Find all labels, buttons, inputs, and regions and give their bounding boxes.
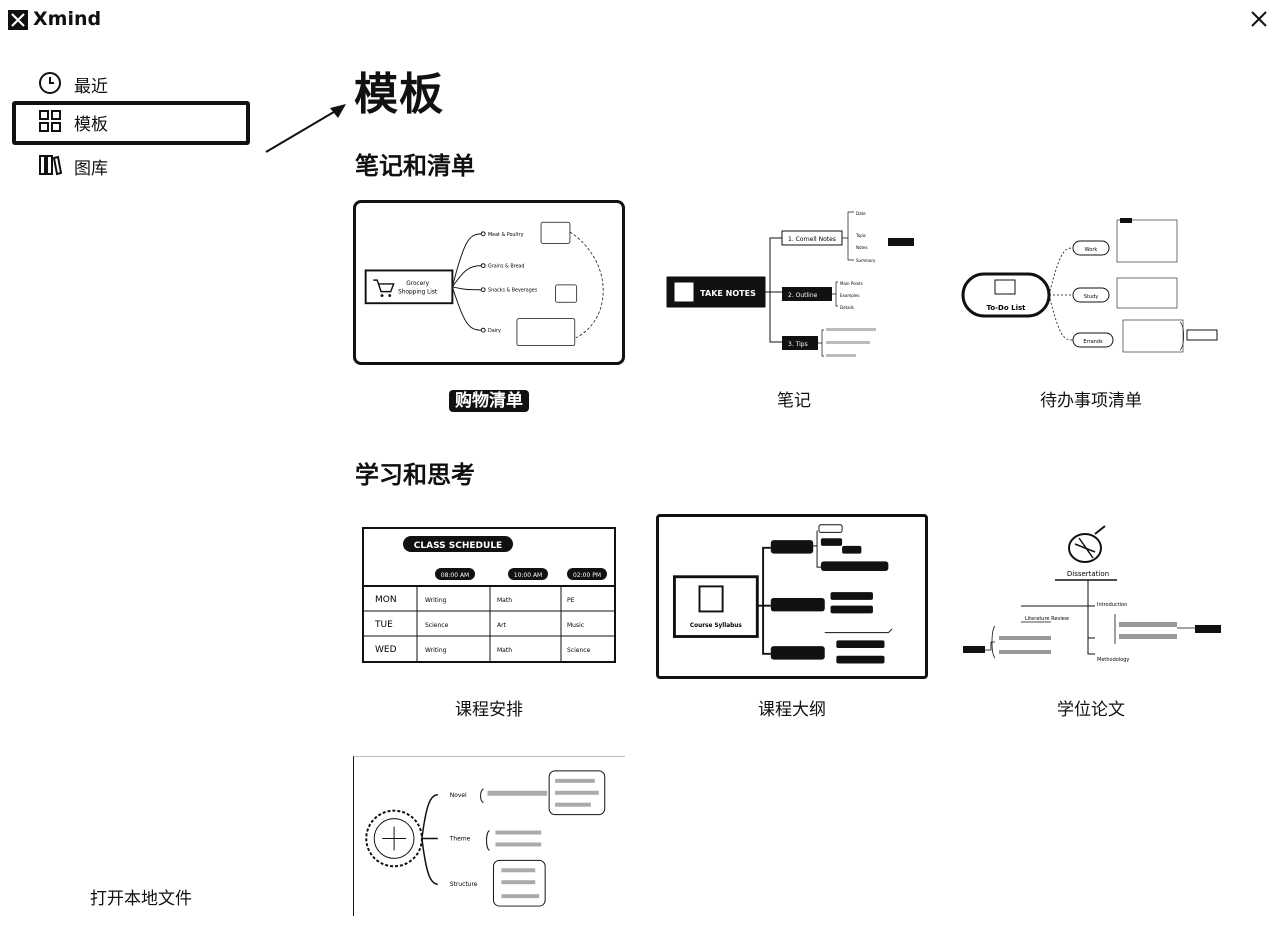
sidebar-item-library[interactable]: 图库 xyxy=(12,145,250,185)
thumb-text: TUE xyxy=(374,620,393,630)
template-card-dissertation[interactable]: Dissertation Literature Review Introduct… xyxy=(955,514,1227,679)
thumb-text: Details xyxy=(840,305,854,310)
template-label-notes: 笔记 xyxy=(777,391,811,411)
thumb-text: Literature Review xyxy=(1025,616,1069,622)
thumb-text: Date xyxy=(856,211,866,216)
sidebar-item-templates[interactable]: 模板 xyxy=(12,101,250,145)
thumb-text: Dairy xyxy=(488,328,501,334)
thumb-text: 2. Outline xyxy=(788,292,818,299)
thumb-text: Structure xyxy=(450,881,478,888)
open-local-file-link[interactable]: 打开本地文件 xyxy=(90,889,192,909)
notes-thumbnail: TAKE NOTES 1. Cornell Notes 2. Outline 3… xyxy=(666,211,914,357)
thumb-text: Theme xyxy=(449,835,471,842)
thumb-text: Shopping List xyxy=(398,290,438,296)
xmind-logo-icon xyxy=(8,10,28,30)
class-schedule-thumbnail: CLASS SCHEDULE 08:00 AM 10:00 AM 02:00 P… xyxy=(362,527,616,663)
template-card-class-schedule[interactable]: CLASS SCHEDULE 08:00 AM 10:00 AM 02:00 P… xyxy=(353,514,625,679)
thumb-text: Science xyxy=(425,622,449,629)
book-notes-thumbnail: Novel Theme Structure xyxy=(365,770,606,907)
thumb-text: Main Points xyxy=(840,281,863,286)
thumb-text: 08:00 AM xyxy=(441,572,469,579)
library-icon xyxy=(39,155,62,176)
template-label-shopping-list: 购物清单 xyxy=(353,386,625,412)
thumb-text: PE xyxy=(567,597,575,604)
thumb-text: WED xyxy=(375,645,397,655)
template-label-class-schedule: 课程安排 xyxy=(455,700,523,720)
template-card-todo-list[interactable]: To-Do List Work Study Errands xyxy=(955,200,1227,365)
thumb-text: 10:00 AM xyxy=(514,572,542,579)
thumb-text: Notes xyxy=(856,245,868,250)
thumb-text: Math xyxy=(497,647,512,654)
clock-icon xyxy=(39,72,61,94)
thumb-text: Course Syllabus xyxy=(690,623,742,629)
thumb-text: CLASS SCHEDULE xyxy=(414,541,502,551)
thumb-text: MON xyxy=(375,595,397,605)
thumb-text: Work xyxy=(1085,247,1098,253)
thumb-text: Novel xyxy=(450,792,467,799)
template-card-book-notes[interactable]: Novel Theme Structure xyxy=(353,756,625,916)
thumb-text: Dissertation xyxy=(1067,570,1109,578)
thumb-text: Errands xyxy=(1083,339,1103,345)
thumb-text: Writing xyxy=(425,647,447,654)
thumb-text: Science xyxy=(567,647,591,654)
template-label-todo-list: 待办事项清单 xyxy=(1040,391,1142,411)
thumb-text: TAKE NOTES xyxy=(700,289,756,298)
close-icon[interactable] xyxy=(1246,6,1272,32)
thumb-text: Grains & Bread xyxy=(488,264,524,270)
todo-list-thumbnail: To-Do List Work Study Errands xyxy=(961,218,1218,353)
template-label-dissertation: 学位论文 xyxy=(1057,700,1125,720)
thumb-text: Music xyxy=(567,622,584,629)
thumb-text: Study xyxy=(1084,294,1098,300)
thumb-text: Topic xyxy=(855,233,866,238)
thumb-text: Math xyxy=(497,597,512,604)
annotation-arrow xyxy=(265,104,346,153)
sidebar-item-recent[interactable]: 最近 xyxy=(12,63,250,103)
thumb-text: Methodology xyxy=(1097,657,1129,663)
thumb-text: Meat & Poultry xyxy=(488,232,524,238)
section-title-study: 学习和思考 xyxy=(355,461,475,489)
template-card-syllabus[interactable]: Course Syllabus xyxy=(656,514,928,679)
thumb-text: Grocery xyxy=(406,281,429,287)
dissertation-thumbnail: Dissertation Literature Review Introduct… xyxy=(963,525,1221,663)
title-bar: Xmind xyxy=(0,0,1280,40)
thumb-text: Writing xyxy=(425,597,447,604)
template-card-shopping-list[interactable]: Grocery Shopping List Meat & Poultry Gra… xyxy=(353,200,625,365)
thumb-text: To-Do List xyxy=(987,304,1027,312)
template-card-notes[interactable]: TAKE NOTES 1. Cornell Notes 2. Outline 3… xyxy=(658,200,930,365)
thumb-text: Art xyxy=(497,622,507,629)
syllabus-thumbnail: Course Syllabus xyxy=(672,524,893,664)
thumb-text: Introduction xyxy=(1097,602,1127,608)
page-title: 模板 xyxy=(354,69,444,120)
thumb-text: 1. Cornell Notes xyxy=(788,236,836,243)
app-title: Xmind xyxy=(33,8,102,30)
sidebar-item-label: 图库 xyxy=(74,159,108,179)
thumb-text: Summary xyxy=(856,258,876,263)
sidebar-item-label: 模板 xyxy=(74,115,108,135)
thumb-text: 3. Tips xyxy=(788,341,808,348)
shopping-list-thumbnail: Grocery Shopping List Meat & Poultry Gra… xyxy=(364,221,604,347)
thumb-text: 02:00 PM xyxy=(573,572,601,579)
thumb-text: Snacks & Beverages xyxy=(488,288,538,294)
thumb-text: Examples xyxy=(840,293,859,298)
template-label-syllabus: 课程大纲 xyxy=(758,700,826,720)
section-title-notes: 笔记和清单 xyxy=(355,152,475,180)
grid-icon xyxy=(39,110,61,132)
sidebar-item-label: 最近 xyxy=(74,77,108,97)
